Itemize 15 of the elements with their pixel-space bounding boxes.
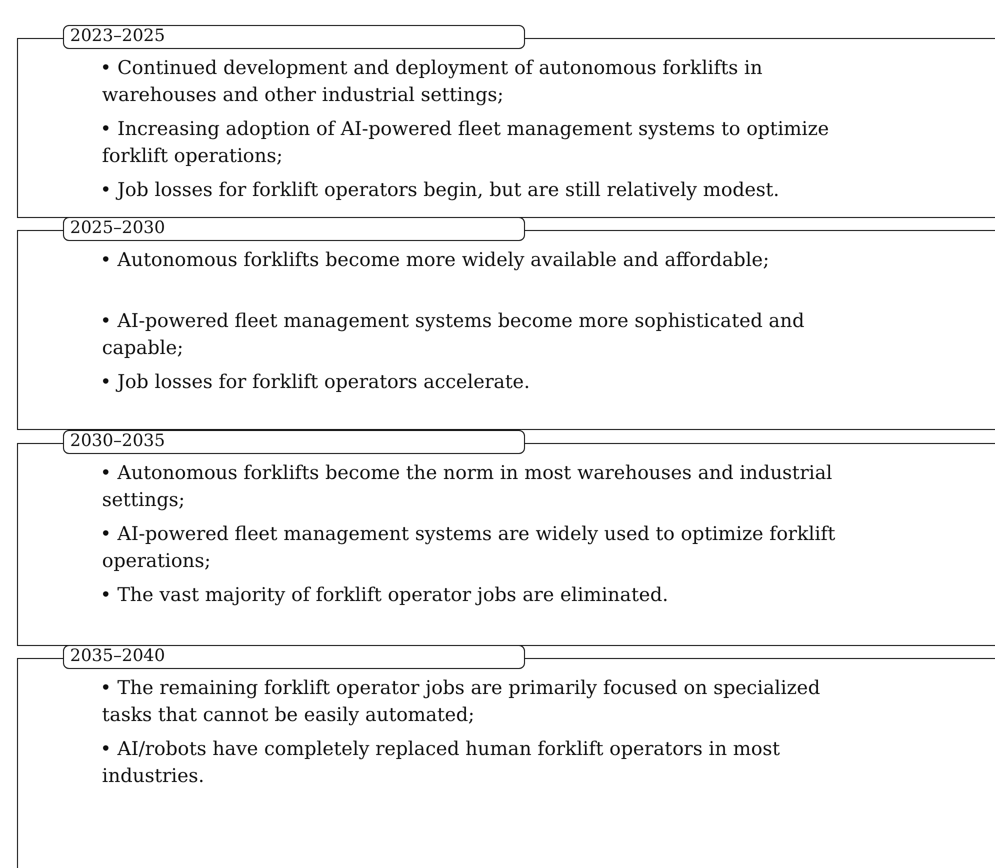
period-tab: 2035–2040 (63, 645, 525, 669)
bullet-point: • AI/robots have completely replaced human forklift operators in most industries. (102, 737, 781, 789)
bullet-point: • Autonomous forklifts become the norm in most warehouses and industrial settings; (102, 461, 834, 513)
period-tab: 2025–2030 (63, 217, 525, 241)
bullet-point: • The vast majority of forklift operator jobs are eliminated. (102, 583, 670, 608)
bullet-point: • Continued development and deployment of autonomous forklifts in warehouses and other industrial settings; (102, 56, 764, 108)
bullet-point: • AI-powered fleet management systems become more sophisticated and capable; (102, 309, 806, 361)
period-tab: 2023–2025 (63, 25, 525, 49)
bullet-point: • Increasing adoption of AI-powered fleet management systems to optimize forklift operations; (102, 117, 830, 169)
bullet-point: • The remaining forklift operator jobs are primarily focused on specialized tasks that cannot be easily automated; (102, 676, 822, 728)
bullet-point: • Autonomous forklifts become more widely available and affordable; (102, 248, 770, 273)
bullet-point: • AI-powered fleet management systems are widely used to optimize forklift operations; (102, 522, 836, 574)
period-tab: 2030–2035 (63, 430, 525, 454)
bullet-point: • Job losses for forklift operators begin, but are still relatively modest. (102, 178, 780, 203)
bullet-point: • Job losses for forklift operators accelerate. (102, 370, 531, 395)
